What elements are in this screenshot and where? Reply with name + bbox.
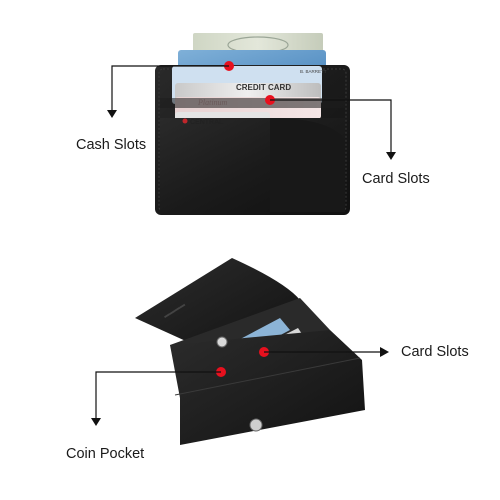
coin-pocket-arrow-icon xyxy=(91,418,101,426)
pocket-fold xyxy=(270,118,345,212)
card-slots-bottom-label: Card Slots xyxy=(401,344,469,360)
card-holder-wallet: CREDIT CARD Platinum B. BARRETT CENTRAL xyxy=(155,33,350,215)
member-print: B. BARRETT xyxy=(300,69,327,74)
wallet-front-body xyxy=(170,330,365,445)
card-slots-top-arrow-icon xyxy=(386,152,396,160)
card-slots-bottom-arrow-icon xyxy=(380,347,389,357)
cash-slots-leader xyxy=(111,65,229,116)
card-slots-top-leader xyxy=(270,99,392,158)
wallet-seam xyxy=(174,357,361,396)
cash-slots-label: Cash Slots xyxy=(76,137,147,153)
brand-print: CENTRAL xyxy=(190,119,224,126)
bottom-callout-lines xyxy=(91,347,389,426)
card-slots-top-label: Card Slots xyxy=(362,171,430,187)
top-callout-lines xyxy=(107,61,396,160)
credit-card-print: CREDIT CARD xyxy=(236,83,291,92)
wallet-flap xyxy=(135,258,300,352)
cash-slots-arrow-icon xyxy=(107,110,117,118)
coin-pocket-leader xyxy=(95,371,221,424)
snap-button-icon xyxy=(249,418,263,432)
coin-pocket-label: Coin Pocket xyxy=(66,446,145,462)
brand-logo-icon xyxy=(182,118,188,124)
platinum-print: Platinum xyxy=(197,98,228,107)
snap-button-icon xyxy=(216,336,228,348)
